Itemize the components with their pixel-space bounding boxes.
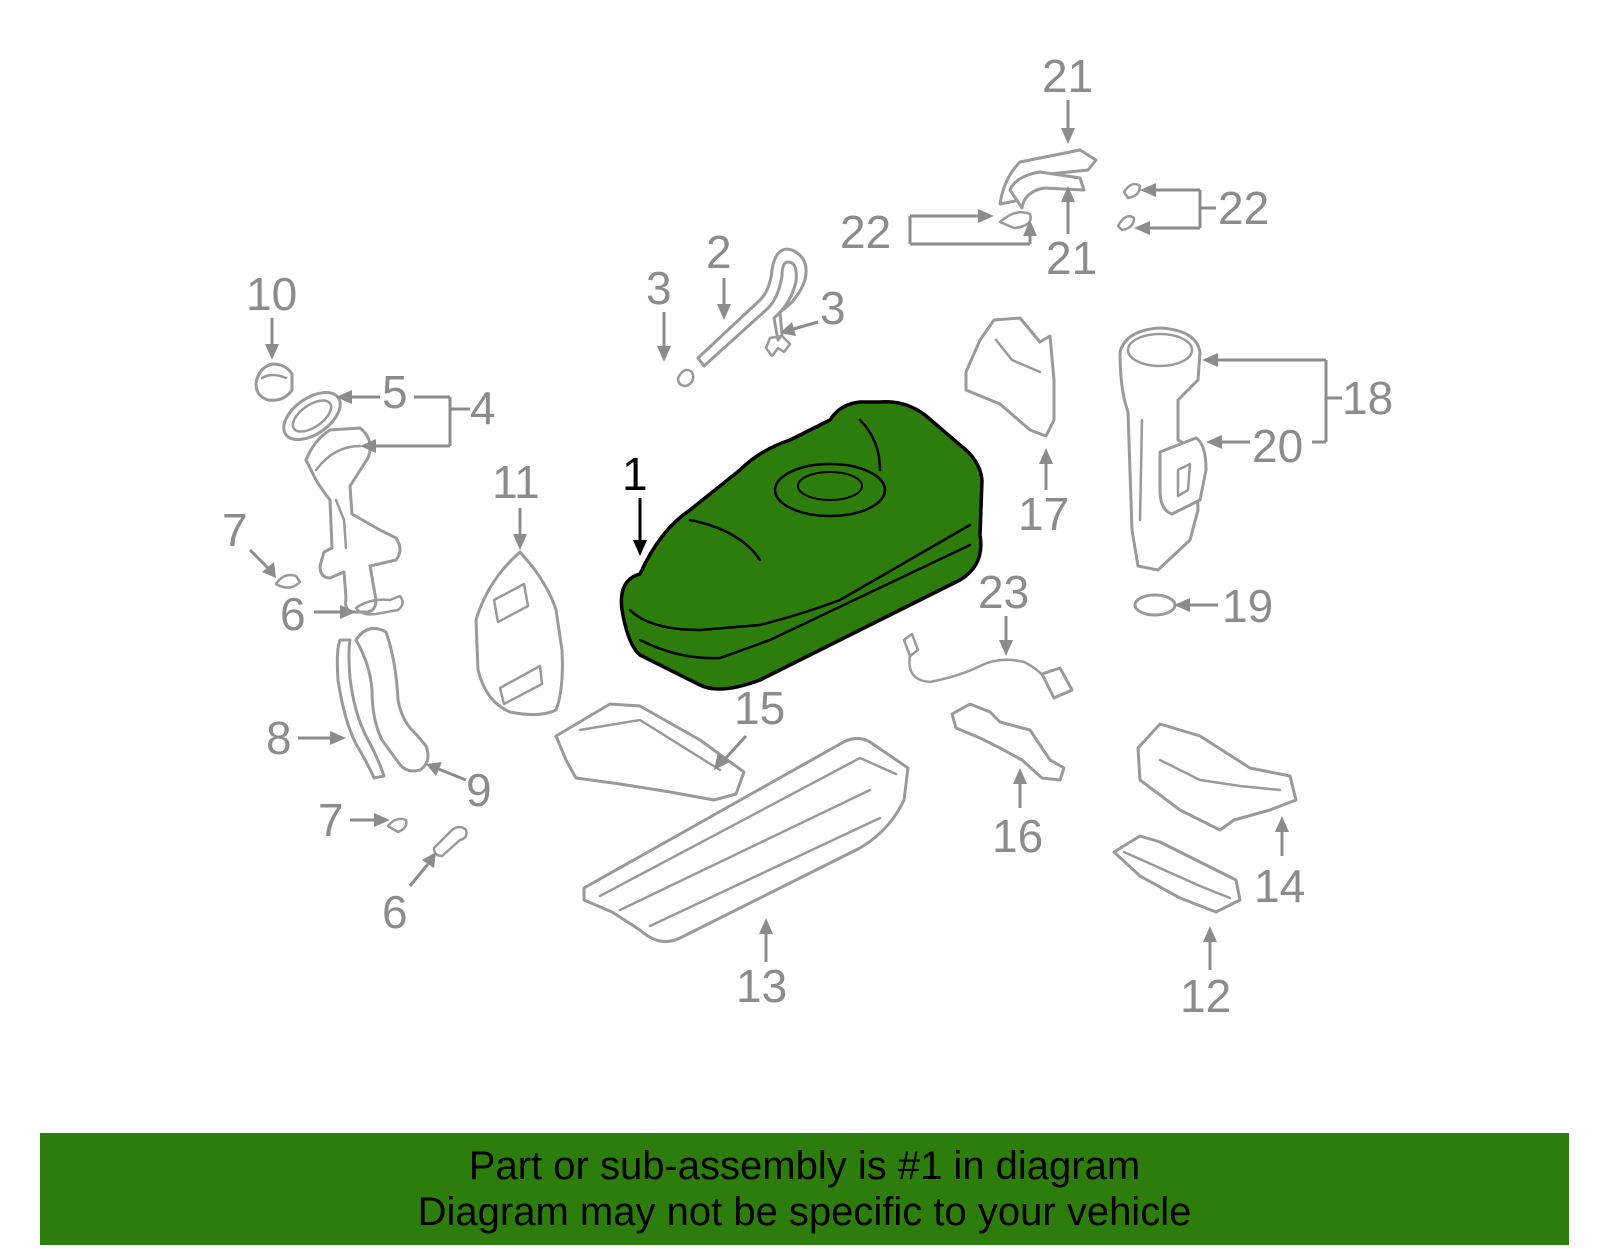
filler-hose-part-9[interactable] [354, 626, 430, 773]
clamp-part-6b[interactable] [432, 825, 468, 858]
callout-19: 19 [1222, 580, 1273, 632]
callout-12: 12 [1180, 970, 1231, 1022]
callout-21: 21 [1046, 232, 1097, 284]
callout-23: 23 [978, 566, 1029, 618]
filler-neck-part-4[interactable] [304, 426, 402, 614]
breather-hose-part-8[interactable] [335, 638, 386, 780]
callout-13: 13 [736, 960, 787, 1012]
callout-1: 1 [622, 448, 648, 500]
clamp-part-6a[interactable] [354, 594, 404, 616]
shield-part-17[interactable] [964, 316, 1056, 438]
callout-6: 6 [280, 588, 306, 640]
callout-10: 10 [246, 268, 297, 320]
callout-22: 22 [840, 206, 891, 258]
callout-18: 18 [1342, 372, 1393, 424]
callout-3: 3 [646, 262, 672, 314]
callout-21: 21 [1042, 50, 1093, 102]
callout-9: 9 [466, 764, 492, 816]
callout-15: 15 [734, 682, 785, 734]
hose-part-21[interactable] [998, 148, 1098, 210]
parts-diagram: 1 2 3 3 4 5 6 6 7 7 8 9 10 11 12 13 14 1… [222, 50, 1393, 1022]
fuel-tank-part-1[interactable] [619, 400, 984, 691]
fuel-cap-part-10[interactable] [254, 362, 294, 402]
clip-part-22[interactable] [998, 182, 1142, 232]
guard-part-15[interactable] [554, 702, 746, 802]
banner-line-disclaimer: Diagram may not be specific to your vehi… [417, 1190, 1192, 1234]
callout-17: 17 [1018, 488, 1069, 540]
clamp-part-3a[interactable] [676, 368, 695, 388]
callout-11: 11 [492, 456, 540, 508]
callout-4: 4 [470, 382, 496, 434]
o-ring-part-19[interactable] [1133, 593, 1177, 617]
callout-2: 2 [706, 226, 732, 278]
banner-line-part-info: Part or sub-assembly is #1 in diagram [468, 1144, 1141, 1188]
clamp-part-3b[interactable] [764, 334, 792, 358]
callout-22: 22 [1218, 182, 1269, 234]
callout-20: 20 [1252, 420, 1303, 472]
callout-14: 14 [1254, 860, 1305, 912]
clip-part-7b[interactable] [386, 817, 408, 834]
heat-shield-part-11[interactable] [474, 550, 564, 717]
crossmember-part-13[interactable] [582, 737, 910, 944]
callout-6: 6 [382, 886, 408, 938]
callout-7: 7 [222, 504, 248, 556]
bracket-part-16[interactable] [950, 702, 1066, 782]
callout-5: 5 [382, 366, 408, 418]
callout-16: 16 [992, 810, 1043, 862]
callout-8: 8 [266, 712, 292, 764]
sensor-harness-part-23[interactable] [902, 632, 1074, 700]
skid-plate-part-12[interactable] [1112, 834, 1242, 914]
bracket-part-14[interactable] [1136, 722, 1298, 832]
clip-part-7a[interactable] [274, 573, 302, 589]
callout-3: 3 [820, 282, 846, 334]
sender-unit-part-20[interactable] [1158, 436, 1208, 516]
info-banner: Part or sub-assembly is #1 in diagram Di… [40, 1133, 1569, 1245]
leader-lines [248, 100, 1342, 970]
callout-7: 7 [318, 794, 344, 846]
